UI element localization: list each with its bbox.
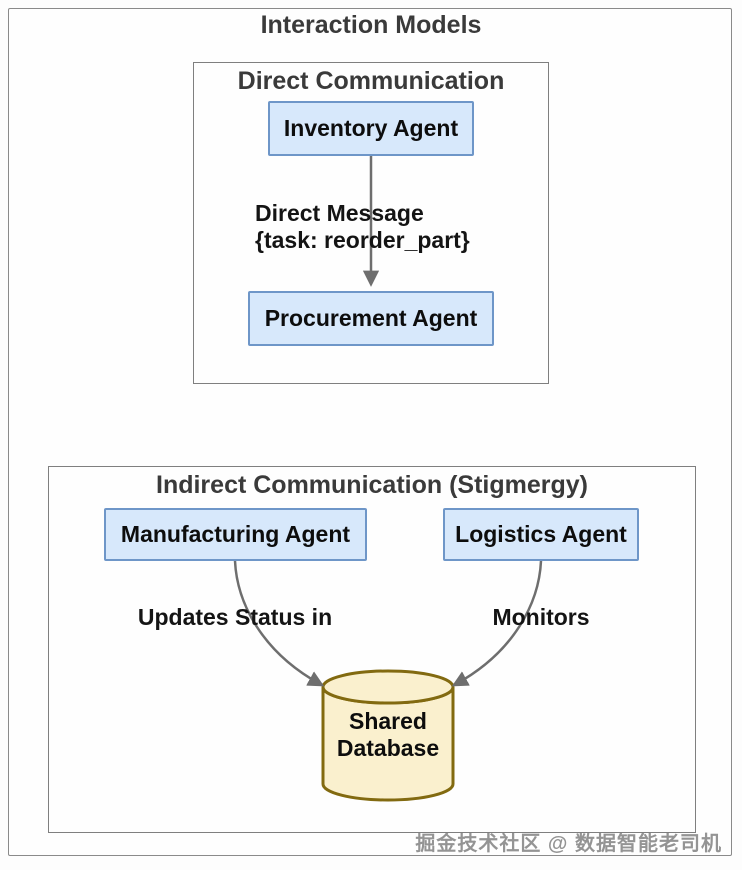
- direct-communication-panel: [193, 62, 549, 384]
- shared-database-label: Shared Database: [323, 708, 453, 762]
- node-inventory-agent-label: Inventory Agent: [283, 115, 459, 141]
- edge-label-direct-message: Direct Message {task: reorder_part}: [255, 200, 470, 254]
- edge-label-monitors: Monitors: [492, 604, 590, 630]
- indirect-communication-panel: [48, 466, 696, 833]
- watermark: 掘金技术社区 @ 数据智能老司机: [415, 833, 722, 855]
- edge-label-direct-message-line1: Direct Message: [255, 200, 424, 226]
- node-logistics-agent: Logistics Agent: [443, 508, 639, 561]
- shared-database-label-line2: Database: [336, 735, 440, 761]
- node-procurement-agent: Procurement Agent: [248, 291, 494, 346]
- node-manufacturing-agent-label: Manufacturing Agent: [120, 521, 351, 547]
- indirect-communication-title: Indirect Communication (Stigmergy): [156, 471, 588, 499]
- page-title: Interaction Models: [260, 11, 482, 39]
- edge-label-direct-message-line2: {task: reorder_part}: [255, 227, 470, 253]
- edge-label-updates-status-in: Updates Status in: [137, 604, 333, 630]
- node-procurement-agent-label: Procurement Agent: [264, 305, 478, 331]
- direct-communication-title: Direct Communication: [237, 67, 505, 95]
- node-logistics-agent-label: Logistics Agent: [455, 521, 627, 547]
- node-manufacturing-agent: Manufacturing Agent: [104, 508, 367, 561]
- shared-database-label-line1: Shared: [349, 708, 427, 734]
- node-inventory-agent: Inventory Agent: [268, 101, 474, 156]
